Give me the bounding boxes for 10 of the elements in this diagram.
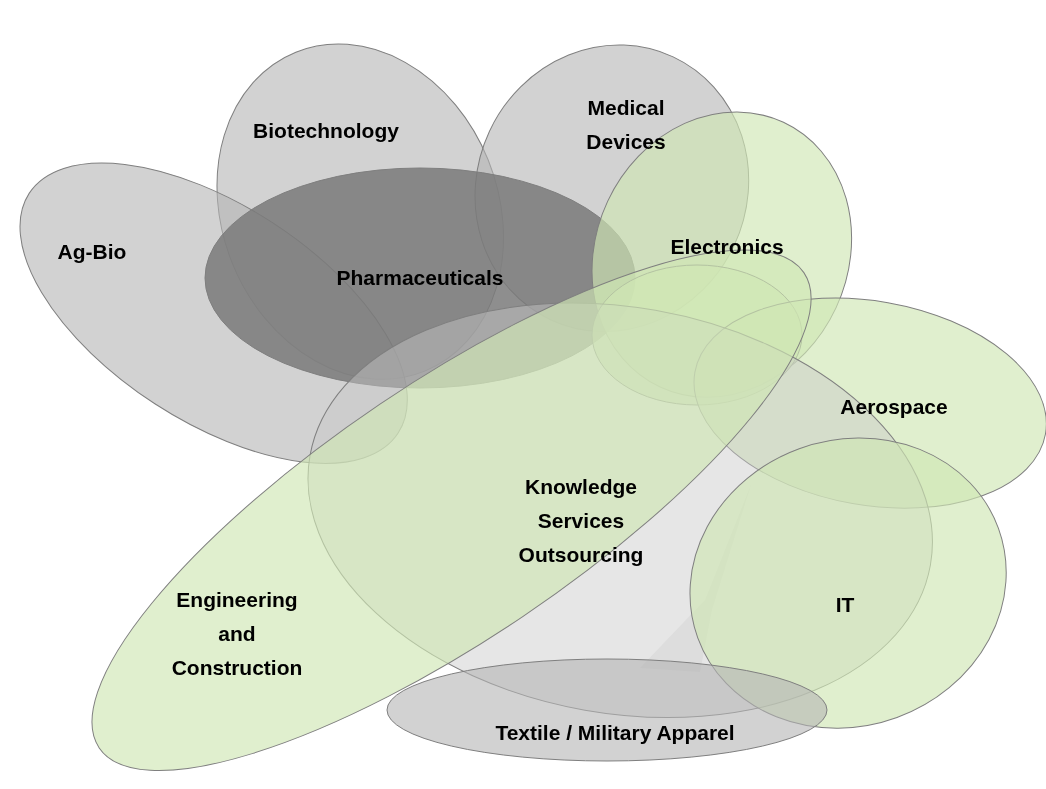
sector-label: Ag-Bio (57, 239, 127, 265)
sector-label: IT (835, 592, 855, 618)
sector-label: Medical Devices (585, 95, 667, 155)
sector-label: Engineering and Construction (170, 587, 304, 681)
sector-label: Knowledge Services Outsourcing (517, 474, 645, 568)
sector-label: Biotechnology (253, 118, 399, 144)
sector-label: Textile / Military Apparel (495, 720, 735, 746)
sector-label: Electronics (670, 234, 784, 260)
sector-label: Pharmaceuticals (336, 265, 504, 291)
sector-label: Aerospace (840, 394, 948, 420)
